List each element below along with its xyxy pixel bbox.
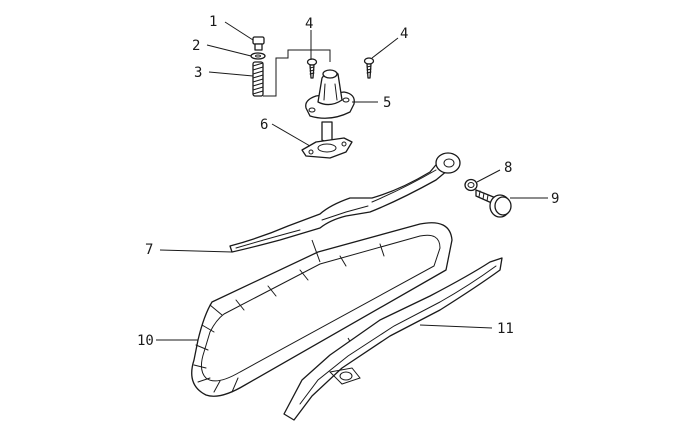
leader-6 (271, 123, 311, 147)
chain-guide-part (283, 257, 503, 421)
tensioner-guide-part (229, 152, 461, 253)
leader-4b (371, 37, 399, 59)
screw-right-part (363, 57, 375, 79)
guide-link-line (311, 239, 321, 263)
callout-4-left: 4 (305, 16, 313, 32)
callout-1: 1 (209, 14, 217, 30)
leader-2 (206, 44, 252, 57)
gasket-part (301, 137, 353, 159)
callout-5: 5 (383, 95, 391, 111)
leader-7 (159, 249, 233, 253)
callout-3: 3 (194, 65, 202, 81)
callout-labels: 1 2 3 4 4 5 6 7 8 9 10 11 (137, 14, 559, 349)
bolt-part (252, 36, 265, 51)
assembly-bracket-line (263, 49, 331, 97)
tensioner-body-part (305, 69, 355, 143)
cam-chain-part (191, 222, 453, 397)
pivot-bolt-part (475, 189, 512, 218)
callout-9: 9 (551, 191, 559, 207)
washer-part (250, 52, 266, 60)
leader-1 (224, 21, 254, 41)
callout-4-right: 4 (400, 26, 408, 42)
callout-6: 6 (260, 117, 268, 133)
callout-8: 8 (504, 160, 512, 176)
callout-7: 7 (145, 242, 153, 258)
callout-2: 2 (192, 38, 200, 54)
spring-part (252, 61, 264, 97)
callout-11: 11 (497, 321, 514, 337)
screw-left-part (306, 58, 318, 79)
callout-10: 10 (137, 333, 154, 349)
leader-11 (419, 324, 493, 329)
o-ring-part (464, 178, 478, 192)
leader-lines (156, 21, 548, 341)
leader-8 (476, 169, 501, 183)
leader-3 (208, 71, 254, 77)
